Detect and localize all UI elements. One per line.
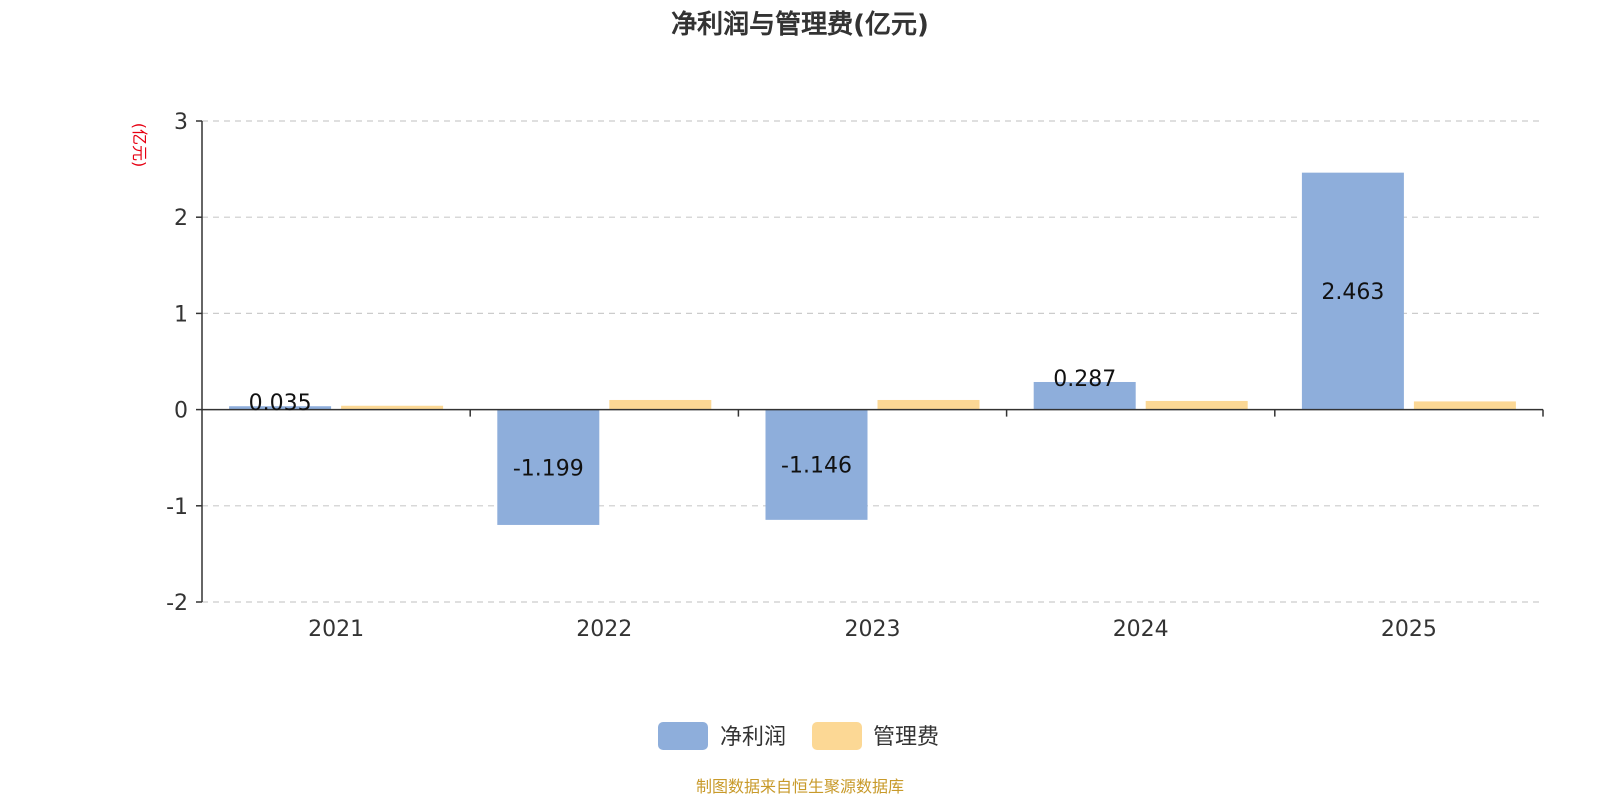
y-tick-label: -2 <box>166 591 188 616</box>
data-label-net-profit-2021: 0.035 <box>249 391 312 416</box>
legend-swatch-admin-fee <box>812 722 862 750</box>
data-label-net-profit-2024: 0.287 <box>1053 367 1116 392</box>
x-tick-label-2021: 2021 <box>308 617 364 642</box>
bar-admin-fee-2023[interactable] <box>877 399 980 410</box>
x-tick-label-2025: 2025 <box>1381 617 1437 642</box>
data-labels: 0.035 -1.199 -1.146 0.287 2.463 <box>249 280 1385 481</box>
bar-admin-fee-2022[interactable] <box>609 399 712 410</box>
x-tick-label-2023: 2023 <box>845 617 901 642</box>
axes: 3 2 1 0 -1 -2 2021 2022 2023 2024 2025 <box>166 110 1544 642</box>
legend: 净利润 管理费 <box>658 722 939 750</box>
legend-item-admin-fee[interactable]: 管理费 <box>812 722 939 750</box>
chart-title: 净利润与管理费(亿元) <box>671 9 929 40</box>
data-label-net-profit-2023: -1.146 <box>781 454 852 479</box>
y-tick-label: 1 <box>174 302 188 327</box>
y-tick-label: 3 <box>174 110 188 135</box>
bar-admin-fee-2021[interactable] <box>341 405 444 410</box>
y-tick-label: 0 <box>174 399 188 424</box>
x-tick-label-2024: 2024 <box>1113 617 1169 642</box>
y-axis-unit-label: (亿元) <box>130 123 149 168</box>
bar-net-profit-2022[interactable] <box>497 409 600 525</box>
bar-net-profit-2024[interactable] <box>1033 381 1136 410</box>
bar-net-profit-2025[interactable] <box>1301 172 1404 410</box>
legend-item-net-profit[interactable]: 净利润 <box>658 722 786 750</box>
source-note: 制图数据来自恒生聚源数据库 <box>696 777 904 796</box>
x-tick-label-2022: 2022 <box>576 617 632 642</box>
data-label-net-profit-2025: 2.463 <box>1321 280 1384 305</box>
grid-lines <box>202 120 1543 603</box>
legend-swatch-net-profit <box>658 722 708 750</box>
data-label-net-profit-2022: -1.199 <box>513 456 584 481</box>
bars <box>229 172 1516 525</box>
legend-label-net-profit: 净利润 <box>720 725 786 750</box>
bar-admin-fee-2025[interactable] <box>1413 401 1516 410</box>
legend-label-admin-fee: 管理费 <box>873 725 939 750</box>
y-tick-label: 2 <box>174 206 188 231</box>
y-tick-label: -1 <box>166 495 188 520</box>
bar-net-profit-2021[interactable] <box>229 406 332 410</box>
bar-net-profit-2023[interactable] <box>765 409 868 520</box>
bar-admin-fee-2024[interactable] <box>1145 400 1248 410</box>
